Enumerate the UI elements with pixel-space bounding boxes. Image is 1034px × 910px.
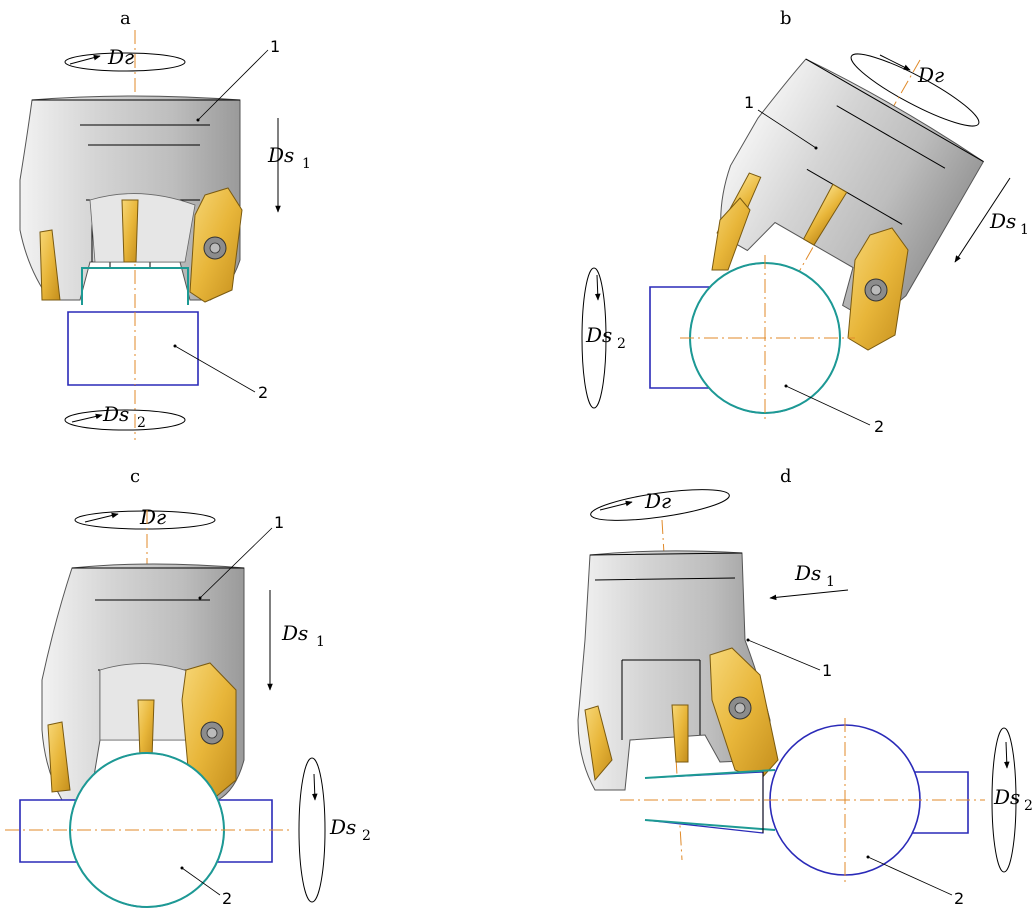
panel-d-ref-tool: 1: [822, 661, 832, 680]
panel-b-rotation-arrow: [850, 53, 980, 127]
panel-c-insert-left: [47, 721, 71, 793]
panel-c-insert-center: [137, 699, 155, 759]
panel-a-insert-center: [121, 199, 139, 263]
panel-b-feed1-sub: 1: [1020, 222, 1029, 238]
panel-a-ref-work: 2: [258, 383, 268, 402]
panel-b-feed2-arrow: [581, 267, 607, 409]
panel-c-feed2-label: Ds: [329, 815, 356, 839]
panel-b-feed1-arrow: [954, 177, 1011, 263]
panel-a-rotation-label: Dг: [107, 45, 134, 69]
panel-d-feed1-arrow: [769, 589, 849, 601]
panel-d-rotation-label: Dг: [644, 489, 671, 513]
panel-b-feed2-label: Ds: [585, 323, 612, 347]
panel-c-rotation-label: Dг: [139, 505, 166, 529]
panel-b: b Dг Ds 1 Ds 2: [581, 8, 1029, 436]
panel-a-cut-contour: [81, 267, 189, 305]
panel-d-feed1-sub: 1: [826, 574, 835, 590]
panel-b-feed2-sub: 2: [617, 336, 626, 352]
panel-a-feed1-label: Ds: [267, 143, 294, 167]
panel-a-feed1-sub: 1: [302, 156, 311, 172]
panel-a-letter: a: [120, 8, 131, 29]
panel-c-feed2-sub: 2: [362, 828, 371, 844]
panel-c-ref-work: 2: [222, 889, 232, 908]
panel-d-feed2-arrow: [991, 727, 1017, 873]
panel-c-feed1-sub: 1: [316, 634, 325, 650]
panel-a-insert-left: [39, 229, 61, 301]
panel-a-feed2-sub: 2: [137, 415, 146, 431]
panel-a-ref-tool: 1: [270, 37, 280, 56]
panel-c-feed1-label: Ds: [281, 621, 308, 645]
panel-a-rotation-arrow: [64, 52, 186, 72]
panel-d-insert-left: [584, 705, 613, 782]
panel-d-feed2-sub: 2: [1024, 798, 1033, 814]
panel-d-insert-center: [671, 704, 689, 763]
panel-a: a Dг Ds 1 Ds 2: [19, 8, 311, 440]
panel-d-letter: d: [780, 466, 792, 487]
panel-b-rotation-label: Dг: [917, 63, 944, 87]
panel-b-ref-work: 2: [874, 417, 884, 436]
panel-d: d Dг Ds 1 Ds 2 1: [577, 466, 1033, 908]
panel-d-feed1-label: Ds: [794, 561, 821, 585]
panel-a-feed2-label: Ds: [102, 402, 129, 426]
panel-d-feed2-label: Ds: [993, 785, 1020, 809]
panel-d-cut-contour: [644, 769, 776, 831]
panel-b-feed1-label: Ds: [989, 209, 1016, 233]
panel-a-feed2-arrow: [64, 409, 186, 431]
panel-b-letter: b: [780, 8, 792, 29]
panel-c-ref-tool: 1: [274, 513, 284, 532]
panel-c: c Dг Ds 1 Ds 2 1 2: [5, 466, 371, 908]
panel-c-feed2-arrow: [298, 757, 326, 903]
panel-c-letter: c: [130, 466, 140, 487]
panel-a-workpiece: [67, 311, 199, 386]
panel-b-ref-tool: 1: [744, 93, 754, 112]
panel-c-rotation-arrow: [74, 510, 216, 530]
panel-d-ref-work: 2: [954, 889, 964, 908]
panel-d-rotation-arrow: [590, 489, 730, 521]
panel-b-insert-left: [711, 197, 751, 271]
